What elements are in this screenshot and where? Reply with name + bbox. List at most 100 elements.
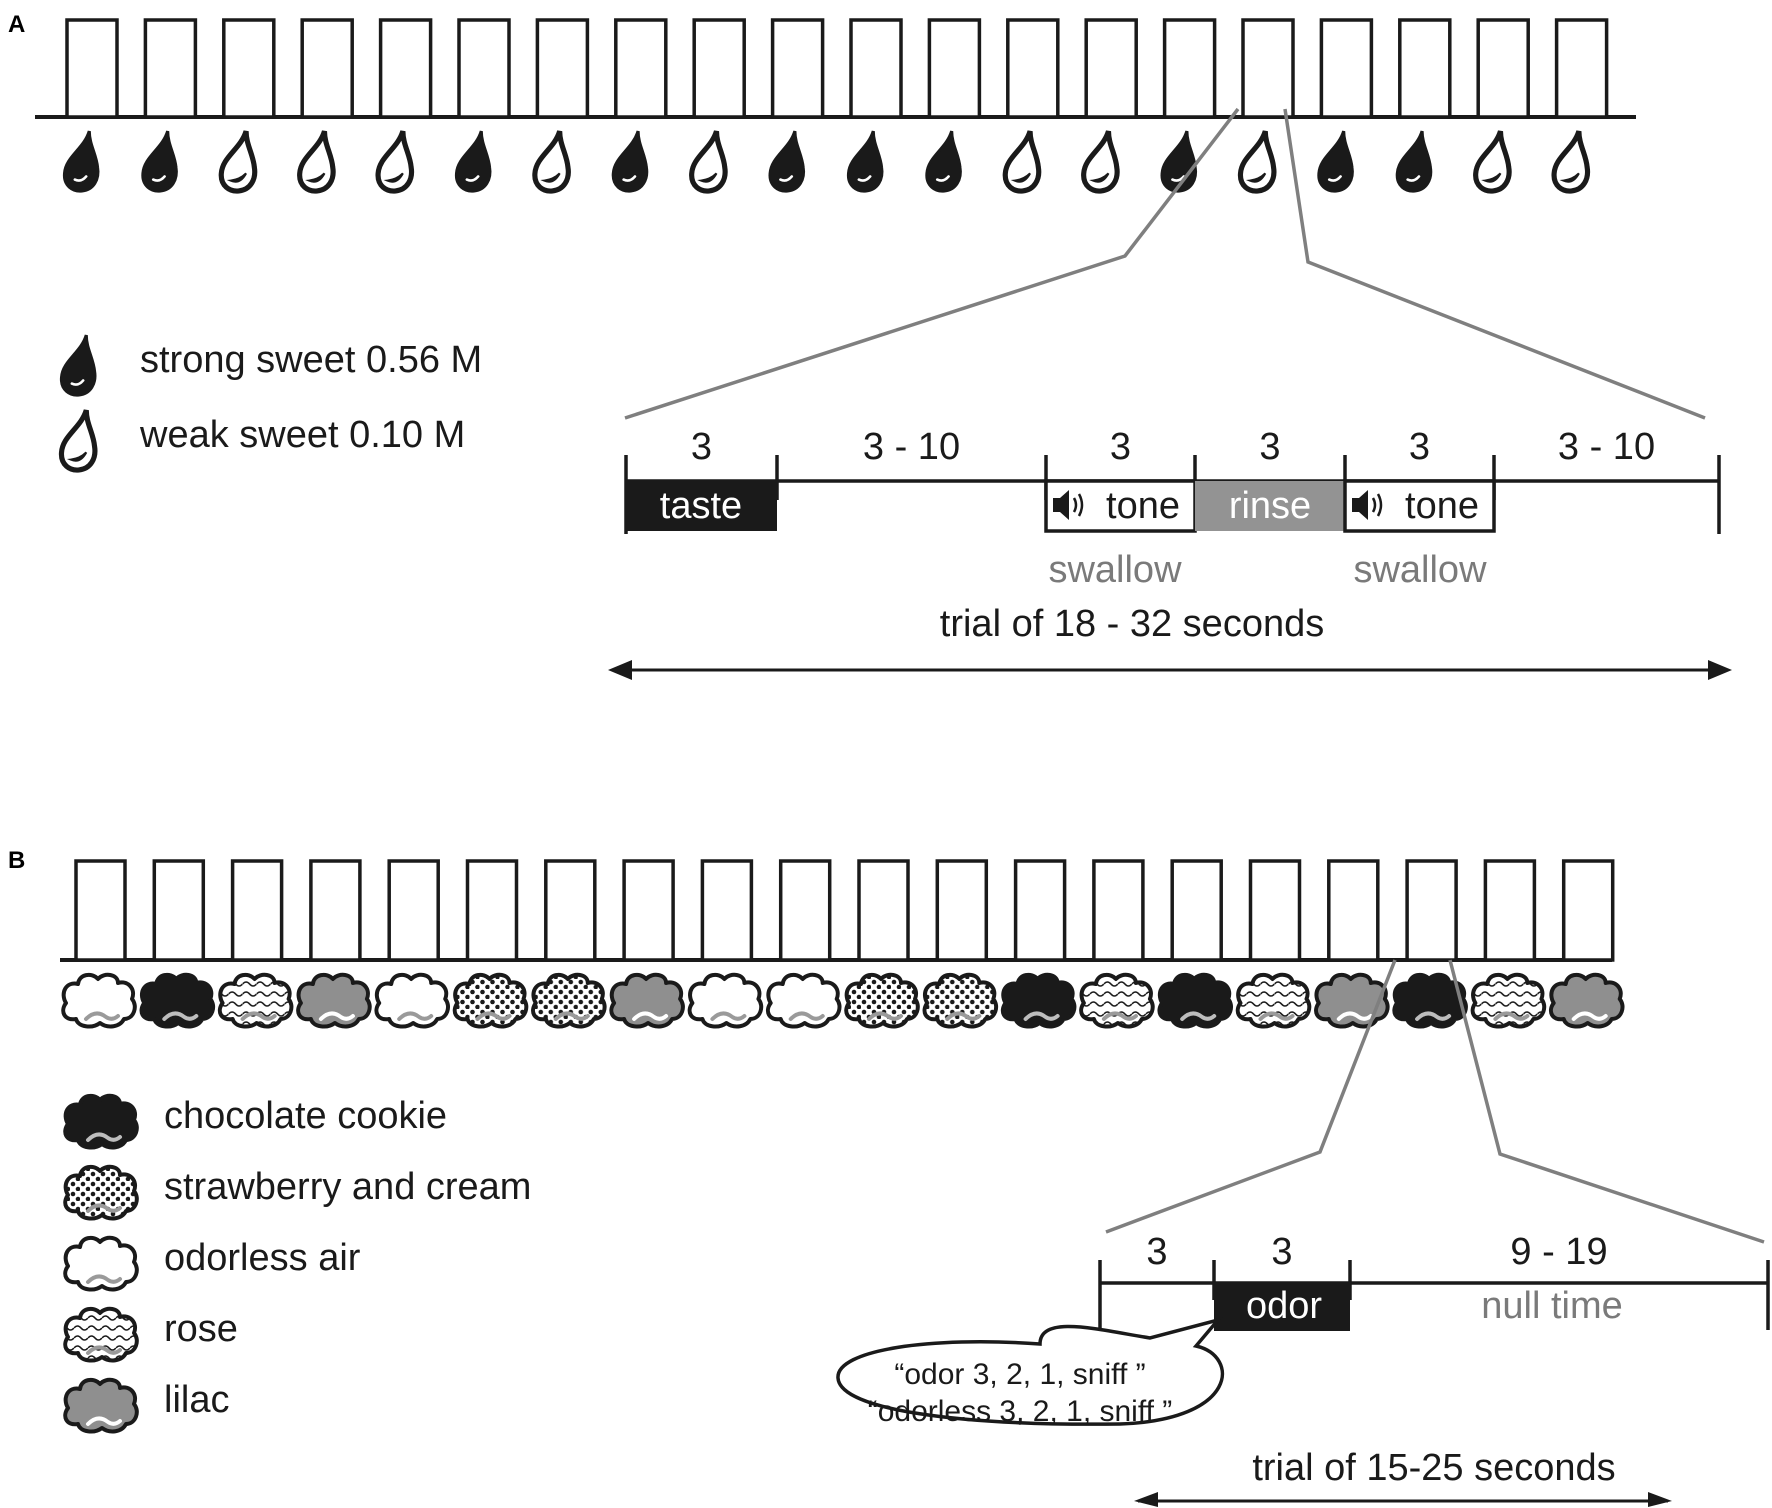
taste-label: taste	[660, 485, 742, 527]
chocolate-odor-icon	[139, 972, 216, 1029]
lilac-cloud-shape	[1314, 972, 1390, 1029]
lilac-cloud-shape	[609, 972, 685, 1029]
strong-legend-drop-icon	[59, 333, 97, 397]
rose-legend-icon	[63, 1306, 139, 1363]
trial-block-b	[465, 859, 519, 962]
speech-line-1: “odor 3, 2, 1, sniff ”	[894, 1358, 1145, 1391]
trial-arrowhead-left-b	[1134, 1492, 1158, 1507]
trial-block-a	[770, 18, 825, 119]
weak-sweet-drop-icon	[535, 131, 568, 191]
rose-cloud-shape	[1235, 972, 1312, 1029]
odor-label: odor	[1246, 1285, 1322, 1327]
trial-duration-label-a: trial of 18 - 32 seconds	[940, 603, 1324, 645]
strawberry-legend-label: strawberry and cream	[164, 1166, 531, 1208]
chocolate-cloud-shape	[1000, 972, 1077, 1029]
trial-block-a	[1476, 18, 1530, 119]
speaker-cone	[1060, 490, 1069, 520]
odorless-cloud-swirl	[710, 1011, 747, 1021]
chocolate-cloud-swirl	[162, 1011, 199, 1021]
trial-block-b	[544, 859, 597, 962]
speaker-wave-2	[1077, 493, 1084, 517]
zoom-connector-right-b	[1448, 959, 1765, 1244]
speaker-body	[1352, 498, 1359, 512]
strawberry-odor-icon	[452, 972, 529, 1029]
odorless-legend-label: odorless air	[164, 1237, 361, 1279]
strawberry-cloud-shape	[63, 1164, 139, 1221]
trial-block-b	[857, 859, 910, 962]
weak-legend-label: weak sweet 0.10 M	[139, 414, 465, 456]
strong-sweet-drop-icon	[62, 129, 100, 193]
rose-odor-icon	[1235, 972, 1312, 1029]
lilac-odor-icon	[296, 972, 372, 1029]
strawberry-cloud-swirl	[945, 1011, 982, 1021]
rose-cloud-shape	[63, 1306, 139, 1363]
chocolate-cloud-swirl	[1180, 1011, 1217, 1021]
rinse-event	[1195, 481, 1345, 531]
weak-legend-drop-icon	[61, 410, 94, 470]
trial-block-b	[74, 859, 127, 962]
duration-label-b: 3	[1146, 1231, 1167, 1273]
strawberry-legend-icon	[63, 1164, 139, 1221]
lilac-cloud-shape	[296, 972, 372, 1029]
chocolate-legend-icon	[63, 1093, 139, 1150]
lilac-odor-icon	[609, 972, 685, 1029]
rinse-label: rinse	[1229, 485, 1311, 527]
tone-label-1: tone	[1106, 485, 1180, 527]
strawberry-cloud-swirl	[553, 1011, 590, 1021]
strong-sweet-drop-icon	[1395, 129, 1433, 193]
rose-cloud-swirl	[240, 1011, 277, 1021]
strong-legend-label: strong sweet 0.56 M	[140, 339, 482, 381]
lilac-cloud-shape	[1549, 972, 1625, 1029]
chocolate-cloud-shape	[63, 1093, 139, 1150]
odorless-odor-icon	[374, 972, 450, 1029]
strawberry-odor-icon	[922, 972, 999, 1029]
strong-sweet-drop-icon	[1160, 129, 1198, 193]
trial-arrowhead-right-a	[1708, 660, 1732, 680]
chocolate-cloud-swirl	[86, 1132, 122, 1142]
speaker-body	[1053, 498, 1060, 512]
trial-block-a	[927, 18, 982, 119]
trial-block-a	[849, 18, 903, 119]
duration-label-b: 3	[1271, 1231, 1292, 1273]
trial-block-b	[778, 859, 832, 962]
strong-sweet-drop-icon	[846, 129, 884, 193]
strawberry-cloud-shape	[452, 972, 529, 1029]
strawberry-odor-icon	[531, 972, 607, 1029]
duration-label-a: 3 - 10	[1558, 426, 1655, 468]
taste-event	[626, 481, 777, 531]
trial-block-a	[535, 18, 590, 119]
trial-block-a	[1398, 18, 1452, 119]
chocolate-cloud-shape	[139, 972, 216, 1029]
null-time-label: null time	[1481, 1285, 1623, 1327]
trial-block-a	[1319, 18, 1374, 119]
odor-event	[1214, 1283, 1350, 1331]
trial-block-b	[230, 859, 284, 962]
odorless-odor-icon	[766, 972, 842, 1029]
panel-letter-a: A	[8, 11, 25, 38]
strawberry-odor-icon	[844, 972, 920, 1029]
trial-block-a	[300, 18, 354, 119]
rose-odor-icon	[1079, 972, 1155, 1029]
trial-block-a	[614, 18, 668, 119]
chocolate-odor-icon	[1392, 972, 1468, 1029]
lilac-cloud-swirl	[86, 1416, 122, 1426]
trial-block-b	[152, 859, 206, 962]
zoom-connector-left-a	[624, 107, 1240, 420]
weak-sweet-drop-icon	[378, 131, 411, 191]
strawberry-cloud-swirl	[475, 1011, 512, 1021]
chocolate-cloud-swirl	[1023, 1011, 1060, 1021]
strawberry-cloud-shape	[844, 972, 920, 1029]
strawberry-cloud-shape	[531, 972, 607, 1029]
trial-block-b	[1170, 859, 1223, 962]
speaker-wave-1	[1371, 497, 1377, 513]
odorless-legend-icon	[63, 1235, 139, 1292]
odorless-cloud-swirl	[84, 1011, 120, 1021]
odorless-cloud-shape	[61, 972, 137, 1029]
lilac-odor-icon	[1549, 972, 1625, 1029]
lilac-cloud-swirl	[1336, 1011, 1373, 1021]
trial-block-a	[457, 18, 511, 119]
duration-label-a: 3	[691, 426, 712, 468]
